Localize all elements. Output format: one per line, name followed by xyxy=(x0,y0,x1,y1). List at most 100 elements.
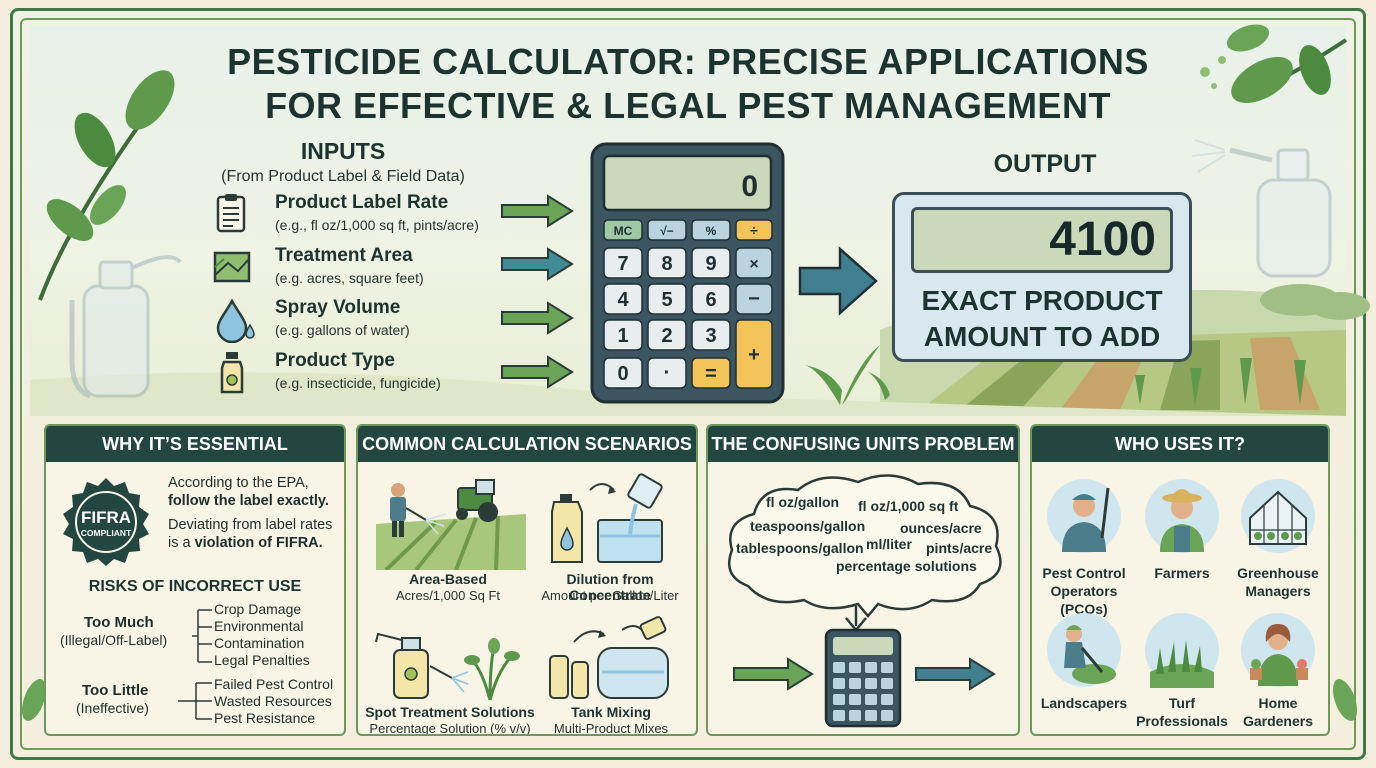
key-minus: − xyxy=(748,288,760,310)
input-row-spray-volume: Spray Volume (e.g. gallons of water) xyxy=(212,297,592,343)
key-2: 2 xyxy=(661,325,672,347)
key-8: 8 xyxy=(661,253,672,275)
too-little-item: Failed Pest Control xyxy=(214,676,334,692)
scenario-title: Tank Mixing xyxy=(571,704,651,720)
home-gardener-icon xyxy=(1241,613,1315,687)
panel-heading: COMMON CALCULATION SCENARIOS xyxy=(358,426,696,462)
key-decimal: · xyxy=(664,362,671,384)
scenario-title: Spot Treatment Solutions xyxy=(365,704,535,720)
bracket-arrows xyxy=(178,682,212,720)
who-label-line-2: Managers xyxy=(1245,583,1311,599)
too-much-item: Contamination xyxy=(214,635,305,651)
output-heading: OUTPUT xyxy=(993,150,1097,178)
key-percent: % xyxy=(706,224,717,238)
unit-word: fl oz/1,000 sq ft xyxy=(858,498,959,514)
arrow-right-icon xyxy=(915,657,996,691)
title-line-2: FOR EFFECTIVE & LEGAL PEST MANAGEMENT xyxy=(265,85,1111,126)
input-row-product-type: Product Type (e.g. insecticide, fungicid… xyxy=(212,350,592,396)
title-line-1: PESTICIDE CALCULATOR: PRECISE APPLICATIO… xyxy=(227,41,1149,82)
risks-title: RISKS OF INCORRECT USE xyxy=(88,578,302,595)
greenhouse-icon xyxy=(1241,479,1315,553)
page-title: PESTICIDE CALCULATOR: PRECISE APPLICATIO… xyxy=(140,40,1236,128)
key-6: 6 xyxy=(705,289,716,311)
arrow-right-icon xyxy=(733,657,814,691)
unit-word: teaspoons/gallon xyxy=(750,518,866,534)
scenario-sub: Percentage Solution (% v/v) xyxy=(369,721,531,736)
key-5: 5 xyxy=(661,289,672,311)
unit-word: ml/liter xyxy=(866,536,912,552)
dilution-jug-illustration xyxy=(551,473,663,563)
essential-text-4: is a violation of FIFRA. xyxy=(168,534,323,552)
fifra-label: FIFRA xyxy=(80,508,132,527)
panel-heading: WHY IT’S ESSENTIAL xyxy=(46,426,344,462)
too-little-item: Wasted Resources xyxy=(214,693,332,709)
output-label-line-2: AMOUNT TO ADD xyxy=(923,321,1161,352)
too-much-item: Environmental xyxy=(214,618,304,634)
input-label: Spray Volume xyxy=(275,297,401,318)
panel-heading: THE CONFUSING UNITS PROBLEM xyxy=(708,426,1018,462)
scenario-sub: Acres/1,000 Sq Ft xyxy=(395,588,501,603)
small-calculator-icon xyxy=(824,628,902,728)
input-example: (e.g., fl oz/1,000 sq ft, pints/acre) xyxy=(275,217,479,233)
key-1: 1 xyxy=(617,325,628,347)
arrow-right-icon xyxy=(798,246,878,316)
who-label-line-1: Pest Control xyxy=(1042,565,1126,581)
unit-word: ounces/acre xyxy=(900,520,982,536)
who-label-line-2: Professionals xyxy=(1136,713,1228,729)
landscaper-icon xyxy=(1047,613,1121,687)
calculator-display: 0 xyxy=(741,170,758,203)
who-label-line-1: Home xyxy=(1258,695,1298,711)
scenario-title: Dilution from Concentrate xyxy=(566,571,654,603)
too-little-sub: (Ineffective) xyxy=(76,700,149,716)
input-label: Product Label Rate xyxy=(275,192,449,213)
bracket-arrows xyxy=(192,609,212,663)
pest-control-operator-icon xyxy=(1047,479,1121,553)
who-label-line-1: Farmers xyxy=(1154,565,1210,581)
too-much-sub: (Illegal/Off-Label) xyxy=(60,632,168,648)
output-label: EXACT PRODUCT AMOUNT TO ADD xyxy=(895,283,1189,355)
output-label-line-1: EXACT PRODUCT xyxy=(921,285,1163,316)
essential-text-2: follow the label exactly. xyxy=(168,493,329,509)
essential-text-3: Deviating from label rates xyxy=(168,517,333,533)
key-divide: ÷ xyxy=(750,222,758,238)
input-example: (e.g. gallons of water) xyxy=(275,322,410,338)
key-multiply: × xyxy=(749,256,758,273)
who-label-line-2: Operators (PCOs) xyxy=(1050,583,1118,617)
who-label-line-2: Gardeners xyxy=(1242,713,1314,729)
arrow-right-icon xyxy=(501,301,574,335)
unit-word: percentage solutions xyxy=(836,558,977,574)
key-0: 0 xyxy=(617,363,628,385)
key-mc: MC xyxy=(614,224,633,238)
input-row-label-rate: Product Label Rate (e.g., fl oz/1,000 sq… xyxy=(212,192,592,238)
panel-units-problem: THE CONFUSING UNITS PROBLEM fl oz/gallon… xyxy=(706,424,1020,736)
unit-word: fl oz/gallon xyxy=(766,494,840,510)
inputs-subheading: (From Product Label & Field Data) xyxy=(221,168,465,185)
too-much-item: Crop Damage xyxy=(214,601,302,617)
fifra-seal-icon xyxy=(63,478,149,566)
output-panel: 4100 EXACT PRODUCT AMOUNT TO ADD xyxy=(892,192,1192,362)
inputs-heading: INPUTS xyxy=(300,138,386,164)
tractor-field-illustration xyxy=(376,479,526,570)
clipboard-icon xyxy=(216,194,246,233)
essential-text-4-pre: is a xyxy=(168,535,195,551)
key-equals: = xyxy=(705,363,717,385)
field-map-icon xyxy=(213,251,251,283)
too-little-item: Pest Resistance xyxy=(214,710,316,726)
key-9: 9 xyxy=(705,253,716,275)
water-drop-icon xyxy=(216,298,255,343)
output-value: 4100 xyxy=(911,207,1173,273)
inputs-header: INPUTS (From Product Label & Field Data) xyxy=(200,138,486,186)
input-label: Product Type xyxy=(275,350,395,371)
scenario-sub: Amount per Gallon/Liter xyxy=(541,588,679,603)
key-sqrt: √− xyxy=(660,224,674,238)
input-row-treatment-area: Treatment Area (e.g. acres, square feet) xyxy=(212,245,592,291)
calculator-illustration: 0 MC √− % ÷ 7 8 9 × 4 5 6 − 1 2 3 + xyxy=(590,142,785,404)
turf-icon xyxy=(1145,613,1219,688)
unit-word: tablespoons/gallon xyxy=(736,540,864,556)
farmer-icon xyxy=(1145,479,1219,553)
too-little-label: Too Little xyxy=(82,682,149,699)
